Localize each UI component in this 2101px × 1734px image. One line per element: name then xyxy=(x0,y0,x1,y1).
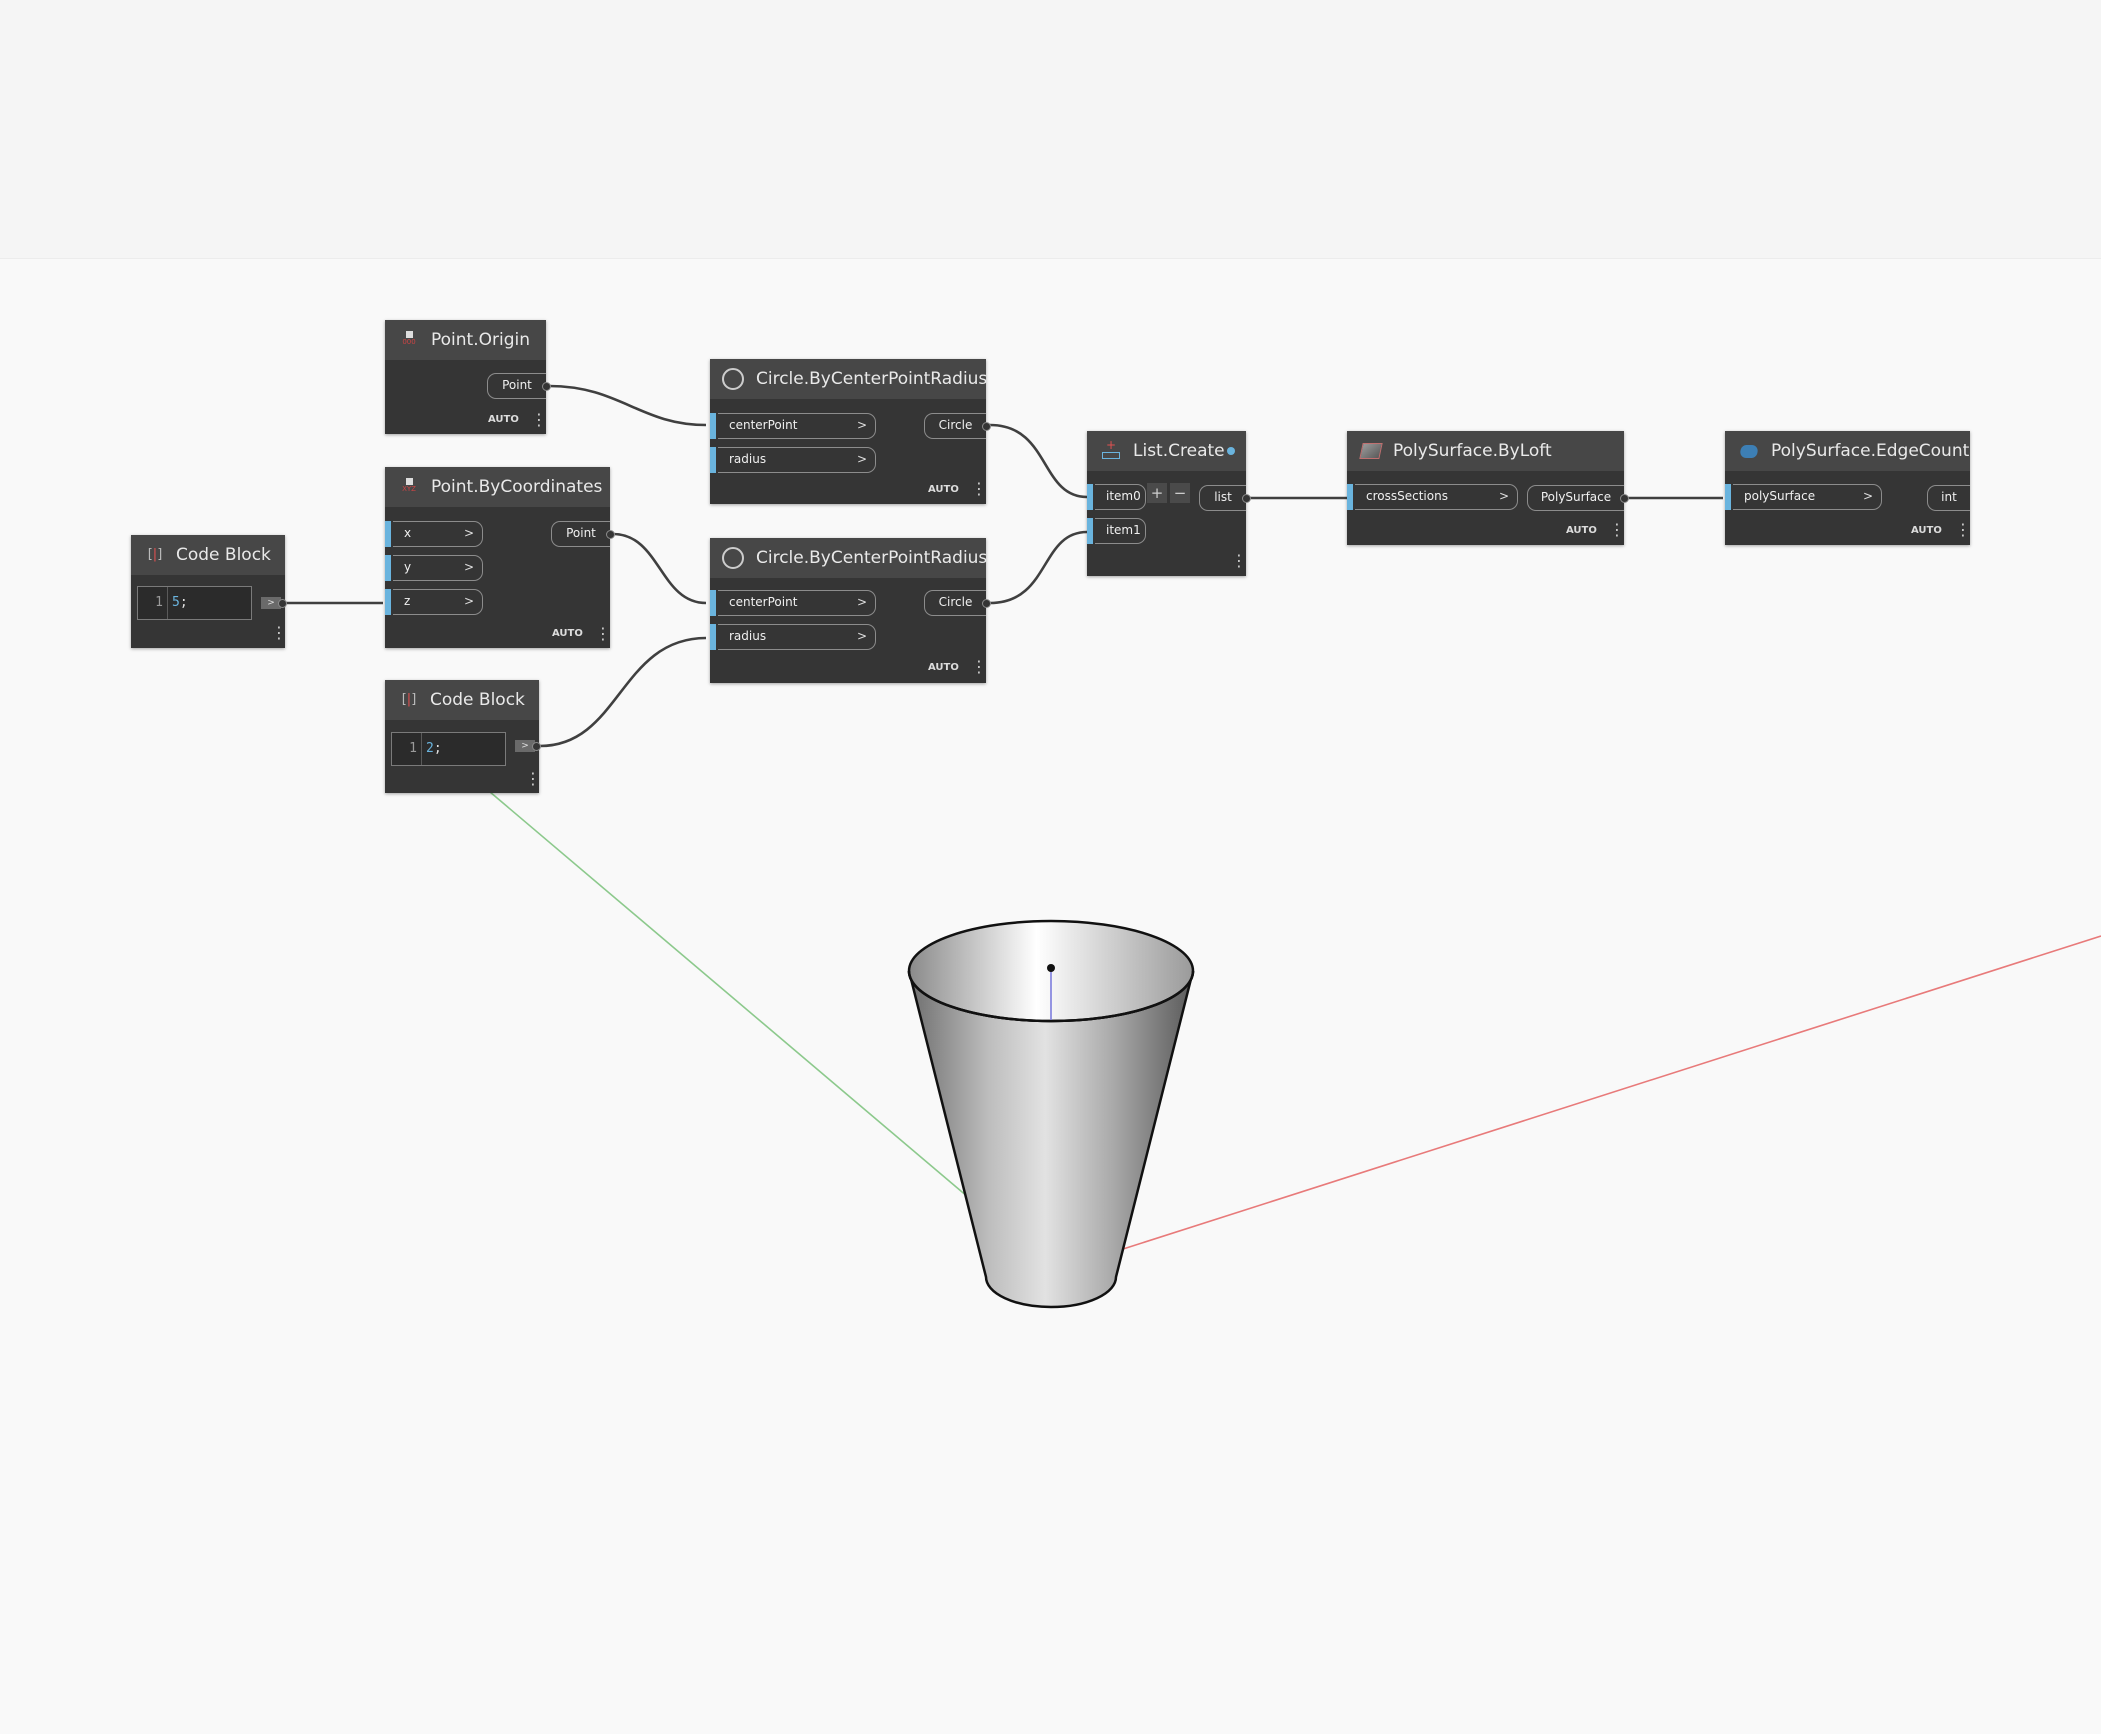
node-header[interactable]: 000 Point.Origin xyxy=(385,320,546,360)
input-port-radius[interactable]: radius> xyxy=(710,447,876,473)
node-menu-icon[interactable]: ⋮ xyxy=(525,769,541,788)
output-port-polysurface[interactable]: PolySurface xyxy=(1527,485,1629,511)
output-port[interactable]: > xyxy=(261,597,287,609)
output-port-circle[interactable]: Circle xyxy=(924,590,991,616)
node-header[interactable]: PolySurface.EdgeCount xyxy=(1725,431,1970,471)
loft-surface-icon xyxy=(1359,440,1383,462)
line-number: 1 xyxy=(392,733,422,765)
status-dot xyxy=(1227,447,1235,455)
list-create-icon: + xyxy=(1099,439,1123,462)
node-header[interactable]: PolySurface.ByLoft xyxy=(1347,431,1624,471)
point-icon: XYZ xyxy=(397,476,421,498)
output-port-point[interactable]: Point xyxy=(487,373,551,399)
output-port-int[interactable]: int xyxy=(1927,485,1970,511)
origin-point xyxy=(1047,964,1055,972)
input-port-centerpoint[interactable]: centerPoint> xyxy=(710,413,876,439)
polysurface-byloft-node[interactable]: PolySurface.ByLoft crossSections> PolySu… xyxy=(1347,431,1629,545)
output-port-point[interactable]: Point xyxy=(551,521,615,547)
node-title: Code Block xyxy=(176,545,271,565)
line-number: 1 xyxy=(138,587,168,619)
output-port[interactable]: > xyxy=(515,740,541,752)
circle-by-center-point-radius-node-1[interactable]: Circle.ByCenterPointRadius centerPoint> … xyxy=(710,359,991,504)
code-terminator: ; xyxy=(179,595,188,610)
circle-icon xyxy=(722,368,746,390)
node-menu-icon[interactable]: ⋮ xyxy=(1231,551,1247,570)
point-origin-node[interactable]: 000 Point.Origin Point AUTO ⋮ xyxy=(385,320,551,434)
toolbar-area xyxy=(0,0,2101,259)
input-port-item0[interactable]: item0 xyxy=(1087,484,1146,510)
node-title: PolySurface.EdgeCount xyxy=(1771,441,1970,461)
output-port-circle[interactable]: Circle xyxy=(924,413,991,439)
code-block-icon: [|] xyxy=(401,692,417,707)
node-header[interactable]: + List.Create xyxy=(1087,431,1246,471)
node-header[interactable]: Circle.ByCenterPointRadius xyxy=(710,359,988,399)
x-axis-line xyxy=(1119,935,2101,1251)
polysurface-preview[interactable] xyxy=(907,919,1195,1309)
node-header[interactable]: [|] Code Block xyxy=(385,680,539,720)
list-create-node[interactable]: + List.Create item0 item1 + − list ⋮ xyxy=(1087,431,1251,576)
lacing-label[interactable]: AUTO xyxy=(552,628,583,639)
code-value[interactable]: 2 xyxy=(426,741,434,756)
node-title: Circle.ByCenterPointRadius xyxy=(756,369,988,389)
cone-inner-shadow xyxy=(907,970,1195,1023)
circle-by-center-point-radius-node-2[interactable]: Circle.ByCenterPointRadius centerPoint> … xyxy=(710,538,991,683)
code-value[interactable]: 5 xyxy=(172,595,180,610)
lacing-label[interactable]: AUTO xyxy=(1911,525,1942,536)
input-port-radius[interactable]: radius> xyxy=(710,624,876,650)
node-title: Point.Origin xyxy=(431,330,530,350)
node-title: List.Create xyxy=(1133,441,1225,461)
input-port-item1[interactable]: item1 xyxy=(1087,518,1146,544)
lacing-label[interactable]: AUTO xyxy=(488,414,519,425)
input-port-y[interactable]: y> xyxy=(385,555,483,581)
node-menu-icon[interactable]: ⋮ xyxy=(971,479,987,498)
point-by-coordinates-node[interactable]: XYZ Point.ByCoordinates x> y> z> Point A… xyxy=(385,467,615,648)
node-menu-icon[interactable]: ⋮ xyxy=(971,657,987,676)
output-port-list[interactable]: list xyxy=(1199,485,1251,511)
node-menu-icon[interactable]: ⋮ xyxy=(1955,520,1971,539)
wires xyxy=(285,384,1723,748)
circle-icon xyxy=(722,547,746,569)
lacing-label[interactable]: AUTO xyxy=(1566,525,1597,536)
y-axis-line xyxy=(489,791,969,1198)
node-title: Point.ByCoordinates xyxy=(431,477,603,497)
input-port-polysurface[interactable]: polySurface> xyxy=(1725,484,1882,510)
code-terminator: ; xyxy=(433,741,442,756)
lacing-label[interactable]: AUTO xyxy=(928,662,959,673)
polysurface-query-icon xyxy=(1737,440,1761,462)
node-title: Circle.ByCenterPointRadius xyxy=(756,548,988,568)
code-block-icon: [|] xyxy=(147,547,163,562)
lacing-label[interactable]: AUTO xyxy=(928,484,959,495)
polysurface-edgecount-node[interactable]: PolySurface.EdgeCount polySurface> int A… xyxy=(1725,431,1971,545)
node-header[interactable]: XYZ Point.ByCoordinates xyxy=(385,467,610,507)
point-icon: 000 xyxy=(397,329,421,351)
node-menu-icon[interactable]: ⋮ xyxy=(1609,520,1625,539)
input-port-crosssections[interactable]: crossSections> xyxy=(1347,484,1518,510)
node-menu-icon[interactable]: ⋮ xyxy=(595,624,611,643)
add-input-button[interactable]: + xyxy=(1147,483,1167,503)
node-header[interactable]: [|] Code Block xyxy=(131,535,285,575)
node-menu-icon[interactable]: ⋮ xyxy=(271,623,287,642)
input-port-z[interactable]: z> xyxy=(385,589,483,615)
input-port-x[interactable]: x> xyxy=(385,521,483,547)
input-port-centerpoint[interactable]: centerPoint> xyxy=(710,590,876,616)
node-header[interactable]: Circle.ByCenterPointRadius xyxy=(710,538,988,578)
remove-input-button[interactable]: − xyxy=(1170,483,1190,503)
node-title: PolySurface.ByLoft xyxy=(1393,441,1552,461)
node-menu-icon[interactable]: ⋮ xyxy=(531,410,547,429)
node-title: Code Block xyxy=(430,690,525,710)
